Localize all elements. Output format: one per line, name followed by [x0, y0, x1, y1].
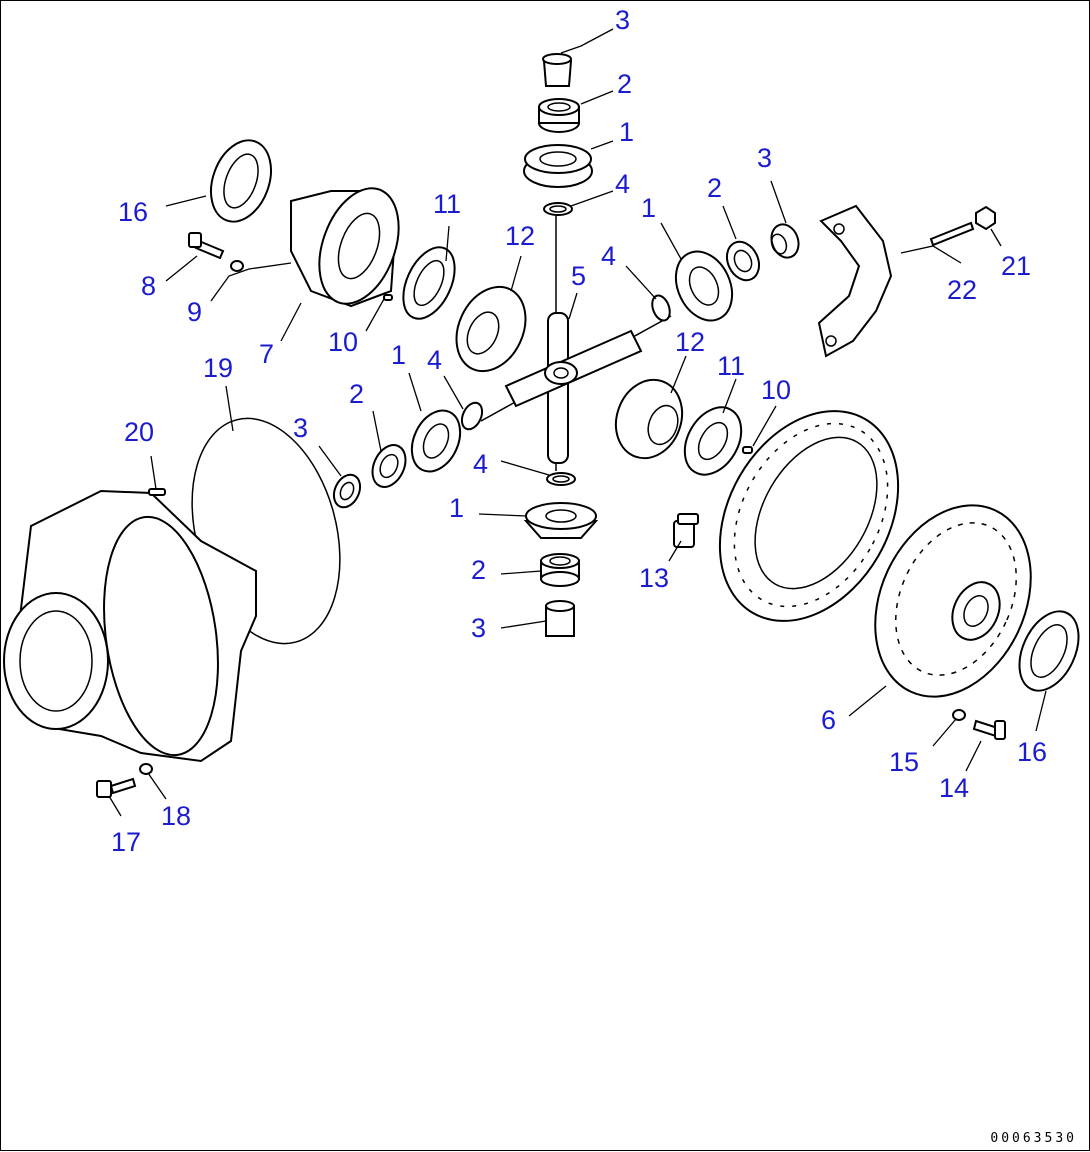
left-side-bearing-cone-part: [410, 409, 462, 473]
right-seal-part: [1018, 610, 1080, 692]
callout-13: 13: [639, 563, 669, 593]
callout-11-left: 11: [433, 189, 461, 219]
callout-3-bottom: 3: [471, 613, 486, 643]
right-side-gear-part: [614, 378, 684, 460]
right-pin-part: [742, 446, 753, 454]
right-bearing-cone-part: [674, 250, 734, 322]
callout-22: 22: [947, 275, 977, 305]
callout-14: 14: [939, 773, 969, 803]
bottom-bushing-part: [545, 600, 575, 637]
bottom-gear-part: [523, 502, 599, 539]
leader-lines: [108, 28, 1047, 817]
callout-2-top: 2: [617, 69, 632, 99]
bolt-13-part: [673, 513, 699, 548]
callout-11-right: 11: [717, 351, 745, 381]
pin-10-left-part: [383, 294, 393, 301]
left-thrust-washer-part: [402, 246, 456, 320]
right-washer-part: [651, 294, 671, 322]
bottom-washer-part: [546, 472, 576, 486]
spider-cross-part: [480, 216, 672, 471]
callout-10-right: 10: [761, 375, 791, 405]
callout-5: 5: [571, 261, 586, 291]
callout-2-bottom: 2: [471, 555, 486, 585]
axle-housing-part: [3, 489, 257, 763]
left-seal-part: [210, 139, 272, 223]
differential-case-left-part: [290, 187, 400, 308]
ring-gear-part: [718, 410, 900, 622]
callout-9: 9: [187, 297, 202, 327]
nut-21-part: [975, 205, 996, 231]
bottom-bearing-part: [540, 553, 580, 587]
pin-20-part: [148, 488, 166, 496]
callout-19: 19: [203, 353, 233, 383]
left-side-bushing-part: [332, 473, 362, 509]
bolt-8-part: [188, 232, 225, 260]
washer-15-part: [952, 709, 966, 721]
callout-2-right: 2: [707, 173, 722, 203]
callout-4-left: 4: [427, 345, 442, 375]
bolt-14-part: [972, 719, 1006, 740]
top-washer-part: [543, 202, 573, 216]
callout-10-left: 10: [328, 327, 358, 357]
left-side-bearing-part: [371, 444, 407, 488]
callout-17: 17: [111, 827, 141, 857]
right-bushing-part: [770, 223, 800, 259]
callout-20: 20: [124, 417, 154, 447]
callout-1-right: 1: [641, 193, 656, 223]
callout-15: 15: [889, 747, 919, 777]
callout-1-left: 1: [391, 340, 406, 370]
callout-16-right: 16: [1017, 737, 1047, 767]
callout-4-top: 4: [615, 169, 630, 199]
callout-labels: 3 2 1 4 16 8 9 7 10 11 12 5 4 1 2 3 21 2…: [111, 5, 1047, 857]
callout-2-left: 2: [349, 379, 364, 409]
callout-6: 6: [821, 705, 836, 735]
document-id: 00063530: [990, 1131, 1077, 1146]
right-thrust-washer-part: [683, 406, 743, 476]
differential-case-right-part: [874, 504, 1032, 698]
top-bearing-part: [538, 98, 580, 133]
callout-12-left: 12: [505, 221, 535, 251]
callout-3-right: 3: [757, 143, 772, 173]
callout-21: 21: [1001, 251, 1031, 281]
washer-9-part: [230, 260, 244, 272]
bearing-cap-bracket-part: [817, 204, 893, 358]
callout-18: 18: [161, 801, 191, 831]
callout-3-left: 3: [293, 413, 308, 443]
bolt-17-part: [96, 777, 137, 798]
callout-7: 7: [259, 339, 274, 369]
callout-1-bottom: 1: [449, 493, 464, 523]
callout-16-left: 16: [118, 197, 148, 227]
callout-4-bottom: 4: [473, 449, 488, 479]
callout-4-right: 4: [601, 241, 616, 271]
left-side-gear-part: [455, 285, 527, 373]
callout-8: 8: [141, 271, 156, 301]
top-gear-part: [523, 144, 593, 188]
washer-18-part: [139, 763, 153, 775]
top-bushing-part: [542, 53, 573, 87]
stud-22-part: [929, 221, 975, 247]
callout-1-top: 1: [619, 117, 634, 147]
left-side-washer-part: [460, 401, 484, 431]
right-bearing-part: [725, 240, 761, 282]
callout-3-top: 3: [615, 5, 630, 35]
callout-12-right: 12: [675, 327, 705, 357]
